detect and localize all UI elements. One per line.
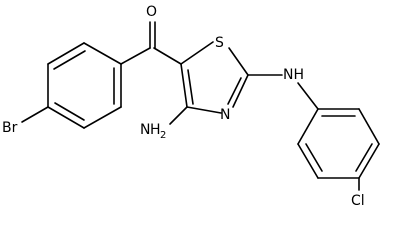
- thiazole-bond-c2-n: [232, 74, 249, 108]
- thiazole-ring: [169, 41, 283, 125]
- thiazole-bond-c5-c4: [180, 63, 188, 108]
- sulfur-label: S: [215, 35, 224, 51]
- bond-nh-to-chlorophenyl: [297, 82, 319, 110]
- chlorophenyl-inner-bond-2: [355, 143, 373, 172]
- thiazole-bond-c5-s: [180, 41, 214, 65]
- chlorophenyl-inner-bond-1: [305, 143, 323, 172]
- bond-to-bromine: [21, 106, 49, 123]
- amine-nh-label: NH: [283, 67, 304, 83]
- amino-h-label: H: [150, 122, 161, 138]
- bromophenyl-bond-1: [83, 42, 122, 65]
- amino-n-label: N: [140, 122, 150, 138]
- bromophenyl-bond-5: [83, 106, 122, 129]
- chlorophenyl-bond-4: [358, 143, 380, 179]
- thiazole-inner-bond-c5-c4: [187, 69, 194, 105]
- chlorine-label: Cl: [351, 193, 365, 209]
- bond-carbonyl-to-thiazole: [153, 47, 182, 65]
- chemical-structure-canvas: O S N Br NH Cl N H 2: [2, 4, 380, 209]
- bromophenyl-inner-bond-1: [53, 50, 86, 70]
- bond-carbonyl-to-bromophenyl: [120, 47, 151, 65]
- ring-nitrogen-label: N: [220, 107, 230, 123]
- chlorophenyl-bond-2: [297, 143, 319, 179]
- bromine-label: Br: [2, 120, 18, 136]
- thiazole-bond-c4-n: [186, 106, 222, 114]
- carbonyl-group: [120, 21, 182, 65]
- bromophenyl-bond-2: [47, 42, 85, 65]
- molecule-diagram: O S N Br NH Cl N H 2: [2, 4, 380, 209]
- chlorophenyl-ring: [297, 82, 380, 191]
- chlorophenyl-bond-5: [358, 108, 380, 145]
- bromophenyl-bond-4: [47, 106, 85, 129]
- bromophenyl-ring: [21, 42, 122, 129]
- bromophenyl-inner-bond-2: [54, 102, 85, 121]
- chlorophenyl-bond-1: [297, 108, 319, 145]
- bond-to-amino: [169, 106, 188, 125]
- atom-labels: O S N Br NH Cl N H 2: [2, 4, 365, 209]
- thiazole-inner-bond-c2-n: [227, 77, 242, 105]
- amino-subscript-label: 2: [160, 130, 166, 141]
- amino-group-label: N H 2: [140, 122, 166, 141]
- thiazole-bond-s-c2: [228, 47, 249, 76]
- oxygen-label: O: [146, 4, 157, 20]
